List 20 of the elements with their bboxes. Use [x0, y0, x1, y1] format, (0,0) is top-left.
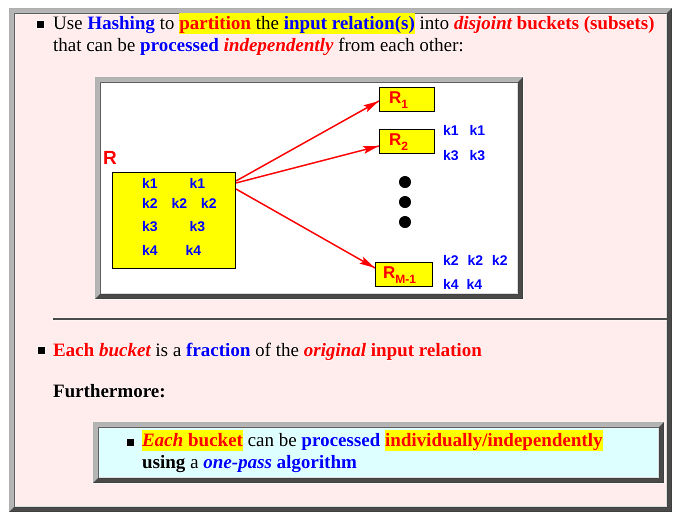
- arrow: [236, 100, 380, 182]
- arrow: [236, 188, 376, 269]
- arrow: [236, 145, 380, 184]
- note-box: [93, 422, 664, 483]
- bullet-text: Each bucket is a fraction of the original input relation: [53, 340, 482, 362]
- bucket-box: R$_{M-1}$: [375, 262, 433, 287]
- bullet-text: Use Hashing to partition the input relation(s) into disjoint buckets (subsets) that can be processed independently from each other:: [53, 13, 656, 57]
- bucket-box: R$_{1}$: [379, 87, 435, 112]
- relation-label: R: [103, 149, 117, 169]
- key-row: k1 k1: [443, 121, 486, 139]
- key-row: k2 k2 k2: [142, 194, 216, 212]
- subheading: Furthermore:: [53, 381, 166, 403]
- key-row: k2 k2 k2: [443, 251, 508, 269]
- bullet-text: Each bucket can be processed individually/independently using a one-pass algorithm: [142, 430, 604, 474]
- key-row: k1 k1: [142, 174, 206, 192]
- key-row: k4 k4: [443, 275, 482, 293]
- key-row: k3 k3: [443, 146, 486, 164]
- key-row: k3 k3: [142, 217, 206, 235]
- key-row: k4 k4: [142, 241, 202, 259]
- bucket-box: R$_{2}$: [379, 129, 435, 154]
